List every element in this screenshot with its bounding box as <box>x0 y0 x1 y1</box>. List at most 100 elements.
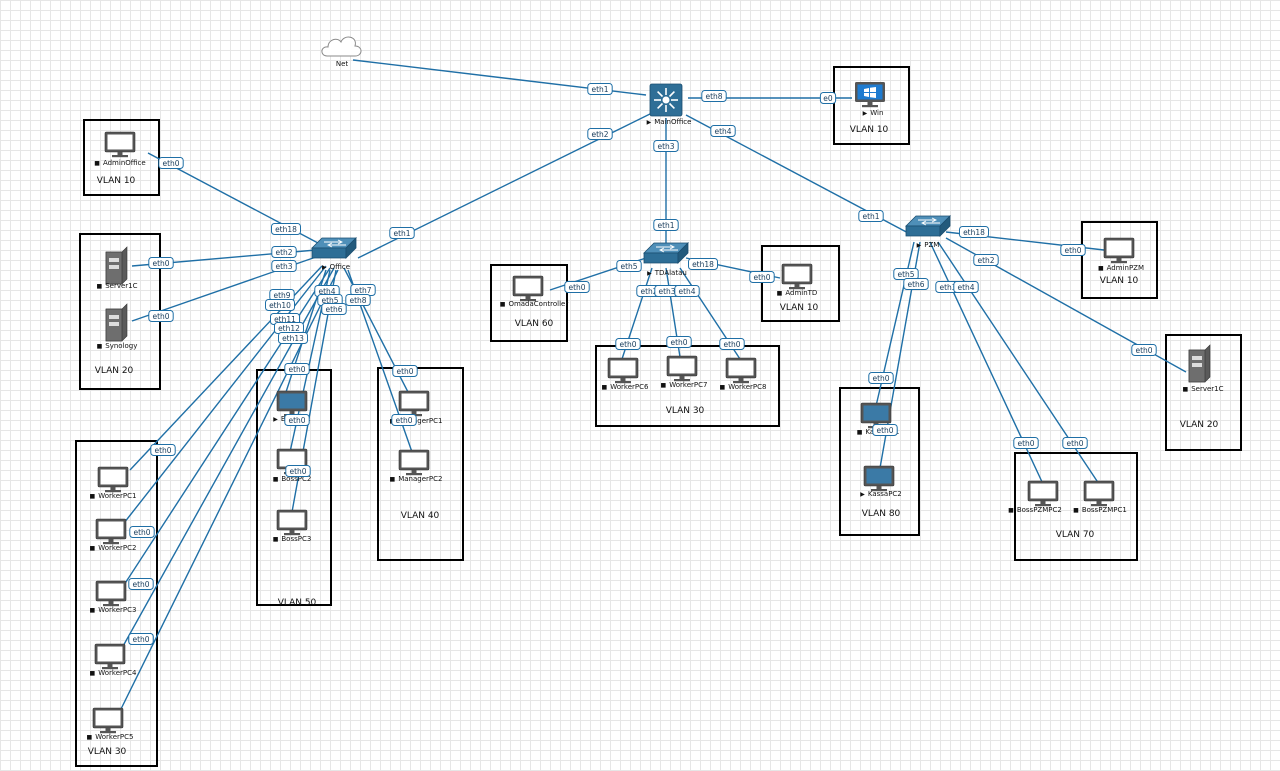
node-label: ▶MainOffice <box>647 118 692 126</box>
computer-icon <box>860 402 892 429</box>
node-workerpc7[interactable]: ■WorkerPC7 <box>661 355 708 389</box>
svg-text:eth1: eth1 <box>862 212 879 221</box>
node-admintd[interactable]: ■AdminTD <box>777 263 818 297</box>
node-workerpc5[interactable]: ■WorkerPC5 <box>87 707 134 741</box>
vlan-label: VLAN 10 <box>1100 276 1139 286</box>
vlan-box-border <box>377 367 464 561</box>
port-label-workerpc8-eth0: eth0 <box>719 338 745 350</box>
node-workerpc8[interactable]: ■WorkerPC8 <box>720 357 767 391</box>
node-win[interactable]: ▶Win <box>855 82 885 117</box>
node-workerpc3[interactable]: ■WorkerPC3 <box>90 580 137 614</box>
svg-text:eth2: eth2 <box>591 130 608 139</box>
node-label: ■AdminTD <box>777 289 818 297</box>
node-workerpc6[interactable]: ■WorkerPC6 <box>602 357 649 391</box>
stopped-status-icon: ■ <box>1008 507 1014 514</box>
node-bosspzmpc2[interactable]: ■BossPZMPC2 <box>1008 480 1062 514</box>
node-workerpc1[interactable]: ■WorkerPC1 <box>90 466 137 500</box>
computer-icon <box>95 518 127 545</box>
running-status-icon: ▶ <box>860 491 865 498</box>
node-kassapc2[interactable]: ▶KassaPC2 <box>860 465 902 498</box>
server-icon <box>1188 344 1211 383</box>
stopped-status-icon: ■ <box>97 343 103 350</box>
computer-icon <box>512 275 544 302</box>
vlan-label: VLAN 10 <box>780 303 819 313</box>
vlan-box-border <box>490 264 568 342</box>
svg-text:eth3: eth3 <box>939 283 956 292</box>
vlan-label: VLAN 80 <box>862 509 901 519</box>
port-label-office-eth9: eth9 <box>269 289 295 301</box>
node-bosspzmpc1[interactable]: ■BossPZMPC1 <box>1073 480 1127 514</box>
node-adminoffice[interactable]: ■AdminOffice <box>94 131 146 167</box>
port-label-workerpc3-eth0: eth0 <box>128 578 154 590</box>
computer-icon <box>276 509 308 536</box>
node-adminpzm[interactable]: ■AdminPZM <box>1098 237 1144 272</box>
node-label: ■Server1C <box>97 282 138 290</box>
node-label: ▶PZM <box>917 241 940 249</box>
svg-text:eth4: eth4 <box>957 283 974 292</box>
node-office[interactable]: ▶Office <box>311 237 357 271</box>
stopped-status-icon: ■ <box>777 290 783 297</box>
svg-text:eth0: eth0 <box>876 426 893 435</box>
node-label: ■WorkerPC5 <box>87 733 134 741</box>
computer-icon <box>781 263 813 290</box>
svg-text:eth5: eth5 <box>321 296 338 305</box>
vlan-box-border <box>1014 452 1138 561</box>
svg-text:eth0: eth0 <box>1066 439 1083 448</box>
port-label-tdalatau-eth18: eth18 <box>688 258 718 270</box>
node-pzm[interactable]: ▶PZM <box>905 215 951 249</box>
running-status-icon: ▶ <box>273 416 278 423</box>
cloud-icon <box>321 36 362 57</box>
port-label-adminoffice-eth0: eth0 <box>158 157 184 169</box>
port-label-tdalatau-eth4: eth4 <box>674 285 700 297</box>
svg-text:eth0: eth0 <box>162 159 179 168</box>
node-synology[interactable]: ■Synology <box>97 303 138 350</box>
node-label: ■BossPC3 <box>273 535 312 543</box>
computer-icon <box>92 707 124 734</box>
node-bosspc3[interactable]: ■BossPC3 <box>273 509 312 543</box>
node-workerpc2[interactable]: ■WorkerPC2 <box>90 518 137 552</box>
port-label-pzm-eth6: eth6 <box>903 278 929 290</box>
stopped-status-icon: ■ <box>500 301 506 308</box>
stopped-status-icon: ■ <box>90 607 96 614</box>
node-tdalatau[interactable]: ▶TDAlatau <box>643 242 689 277</box>
node-label: ■AdminOffice <box>94 159 145 167</box>
node-server1c[interactable]: ■Server1C <box>97 246 138 290</box>
stopped-status-icon: ■ <box>661 382 667 389</box>
port-label-office-eth1: eth1 <box>389 227 415 239</box>
node-net[interactable]: Net <box>321 36 362 68</box>
svg-text:eth1: eth1 <box>657 221 674 230</box>
node-mainoffice[interactable]: ▶MainOffice <box>647 83 692 126</box>
svg-text:eth18: eth18 <box>692 260 714 269</box>
stopped-status-icon: ■ <box>90 545 96 552</box>
svg-text:eth5: eth5 <box>897 270 914 279</box>
node-managerpc2[interactable]: ■ManagerPC2 <box>390 449 443 483</box>
svg-text:eth0: eth0 <box>723 340 740 349</box>
node-label: ■OmadaController <box>500 300 569 308</box>
node-label: ■WorkerPC6 <box>602 383 649 391</box>
svg-text:eth0: eth0 <box>288 416 305 425</box>
running-status-icon: ▶ <box>863 110 868 117</box>
node-label: ■BossPC2 <box>273 475 312 483</box>
computer-icon <box>94 643 126 670</box>
computer-icon <box>855 82 885 108</box>
node-label: ■WorkerPC3 <box>90 606 137 614</box>
svg-text:eth2: eth2 <box>977 256 994 265</box>
svg-text:eth0: eth0 <box>396 367 413 376</box>
port-label-bosspc2-eth0: eth0 <box>284 414 310 426</box>
node-server1c_pzm[interactable]: ■Server1C <box>1183 344 1224 393</box>
port-label-mainoffice-eth4: eth4 <box>710 125 736 137</box>
node-label: ■AdminPZM <box>1098 264 1144 272</box>
svg-text:eth6: eth6 <box>325 305 342 314</box>
port-label-bosspzmpc1-eth0: eth0 <box>1062 437 1088 449</box>
port-label-office-eth10: eth10 <box>265 299 295 311</box>
links <box>119 59 1187 712</box>
svg-text:eth0: eth0 <box>133 528 150 537</box>
vlan-box-border <box>833 66 910 145</box>
node-label: ■WorkerPC8 <box>720 383 767 391</box>
svg-text:eth0: eth0 <box>132 580 149 589</box>
node-workerpc4[interactable]: ■WorkerPC4 <box>90 643 137 677</box>
node-label: ▶KassaPC2 <box>860 490 902 498</box>
vlan-label: VLAN 30 <box>88 747 127 757</box>
node-omada[interactable]: ■OmadaController <box>500 275 569 308</box>
svg-text:eth0: eth0 <box>753 273 770 282</box>
